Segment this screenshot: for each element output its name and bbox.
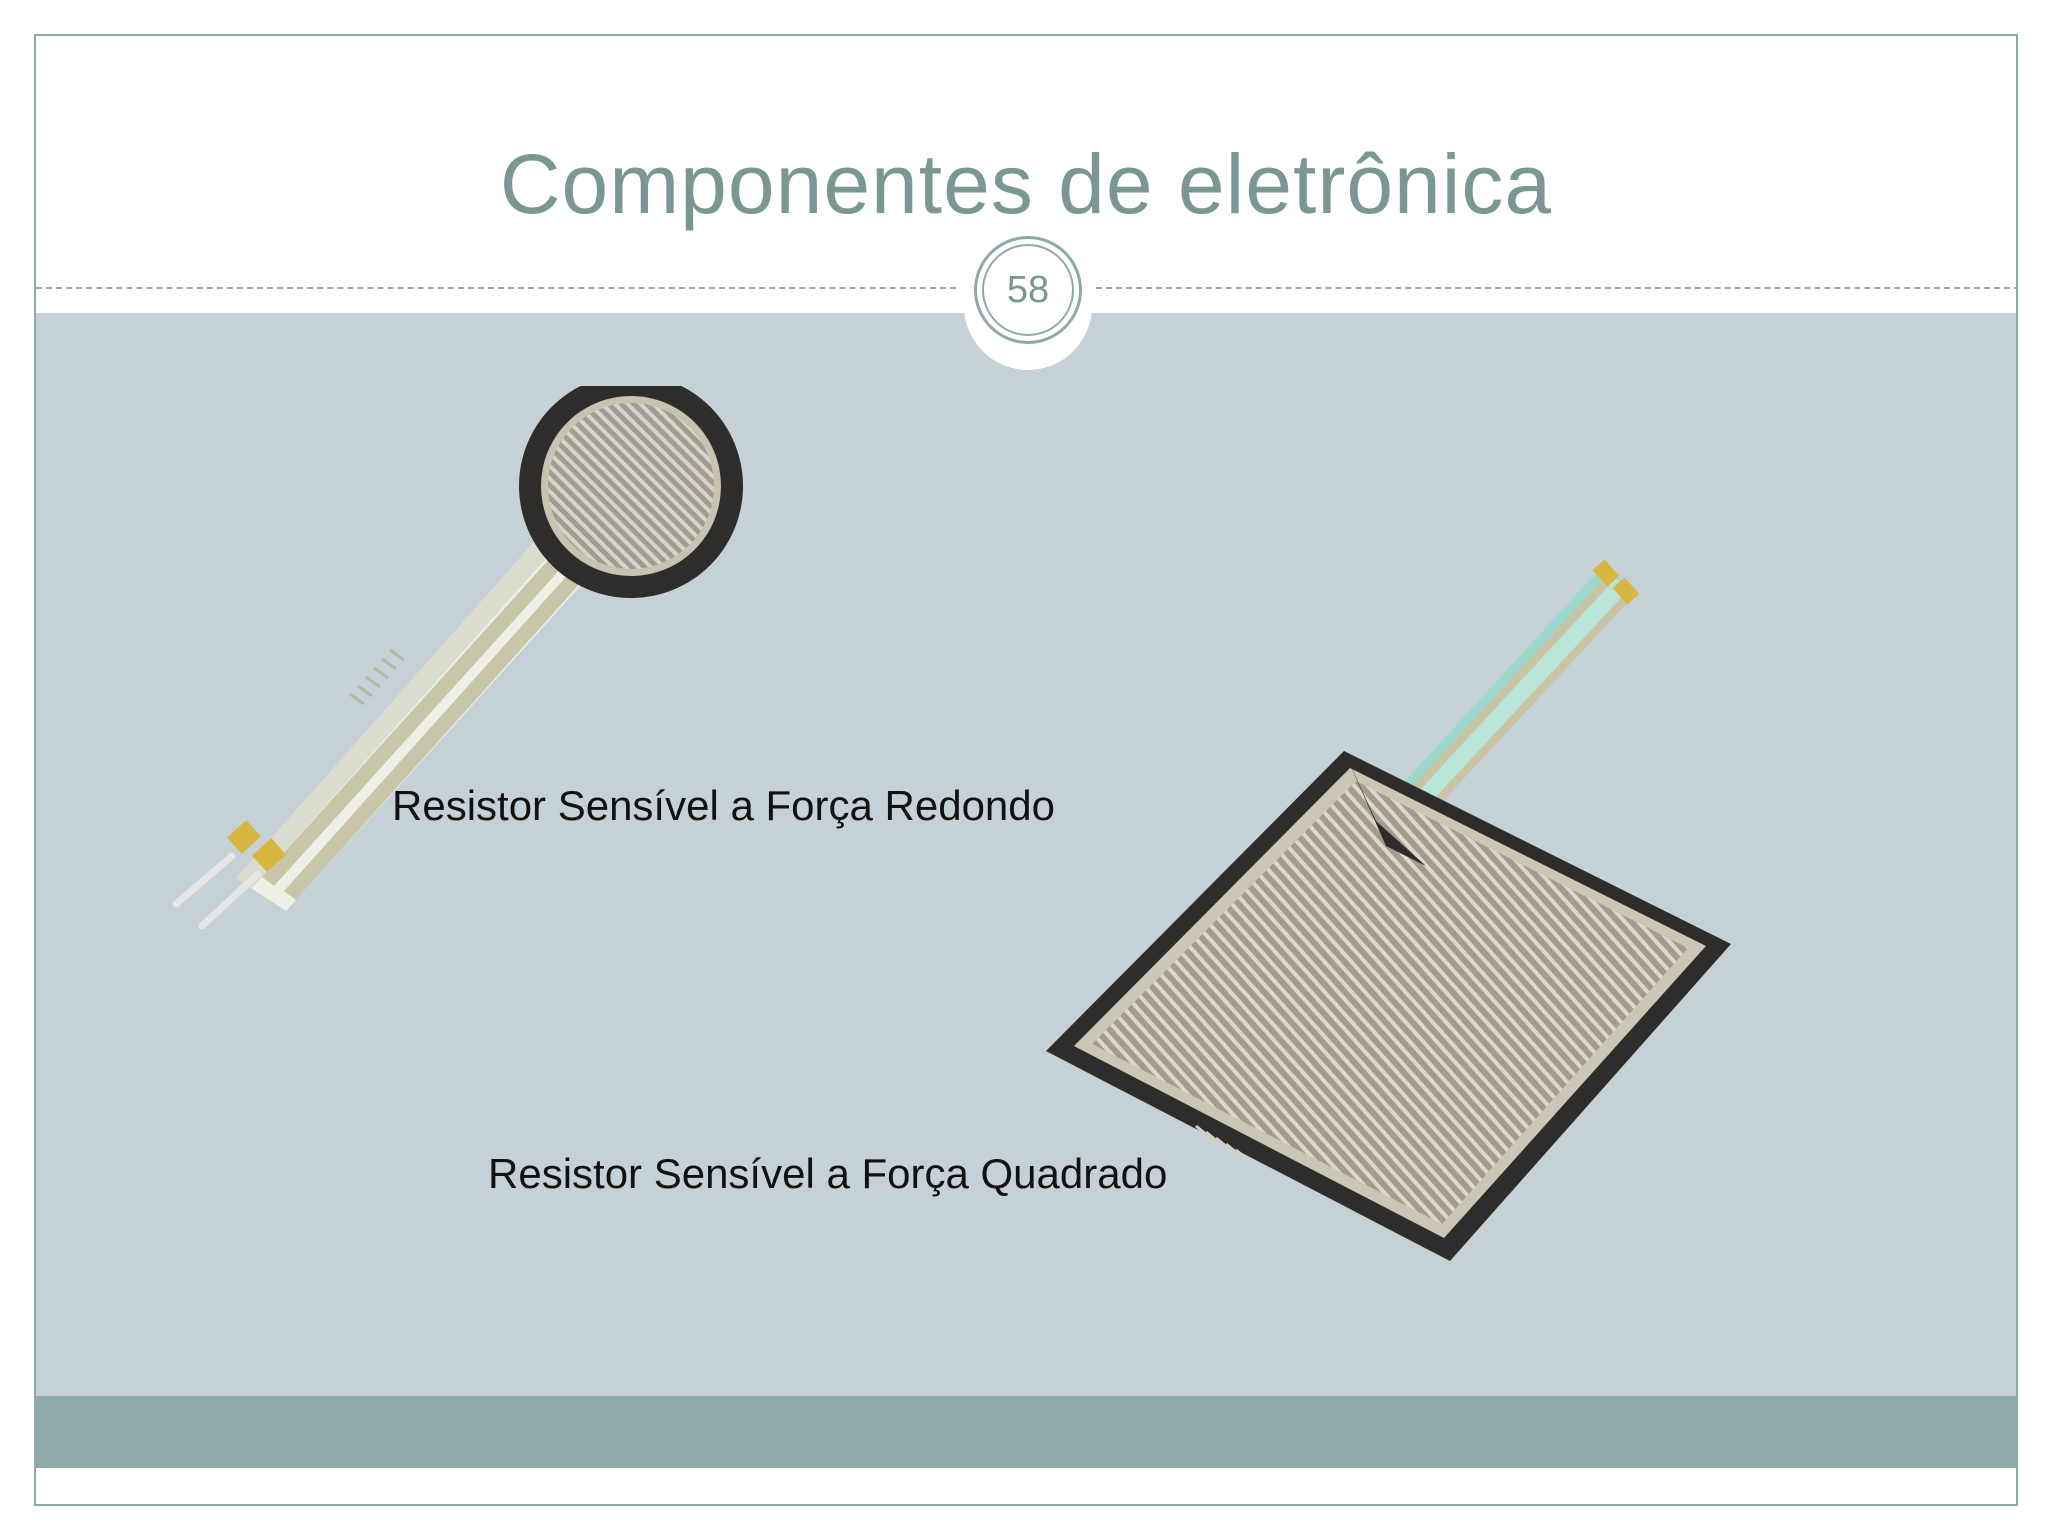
- divider-left: [36, 287, 956, 289]
- page-badge: 58: [974, 236, 1082, 344]
- content-area: [36, 313, 2016, 1468]
- caption-square-sensor: Resistor Sensível a Força Quadrado: [488, 1150, 1168, 1197]
- divider-right: [1096, 287, 2016, 289]
- slide-title: Componentes de eletrônica: [499, 137, 1553, 231]
- square-force-sensor-icon: [1046, 559, 1731, 1261]
- page-number: 58: [1006, 268, 1050, 311]
- slide: Componentes de eletrônica 58: [34, 34, 2018, 1506]
- caption-round-sensor: Resistor Sensível a Força Redondo: [392, 782, 1055, 829]
- round-force-sensor-icon: [172, 386, 743, 930]
- footer-band: [36, 1396, 2016, 1468]
